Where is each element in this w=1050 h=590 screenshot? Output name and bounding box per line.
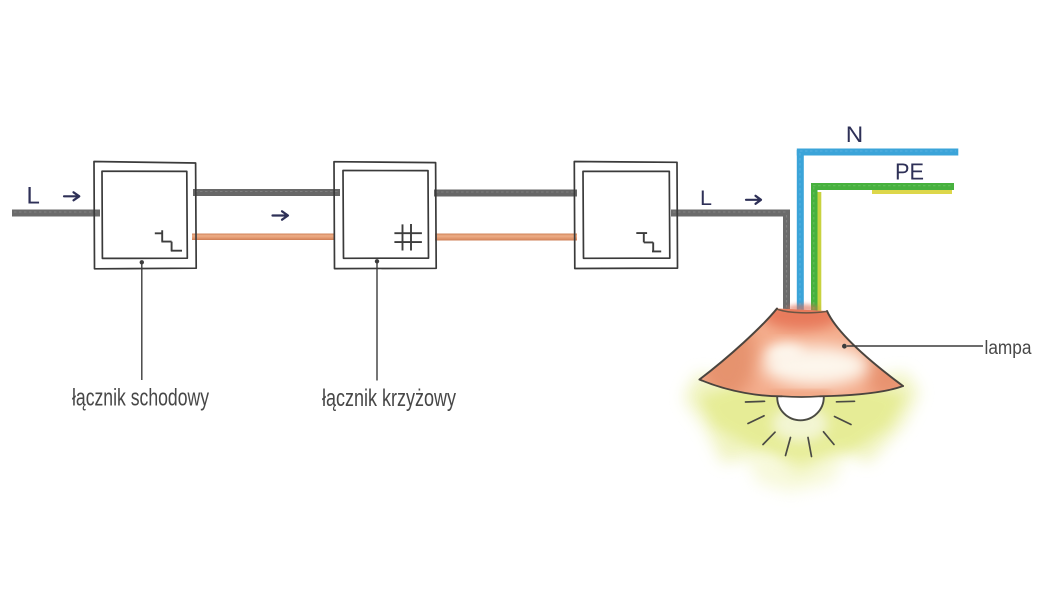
svg-text:L: L [700, 186, 712, 210]
svg-text:PE: PE [895, 159, 924, 185]
svg-text:łącznik krzyżowy: łącznik krzyżowy [322, 385, 456, 412]
svg-text:L: L [27, 182, 40, 209]
svg-text:lampa: lampa [985, 338, 1032, 359]
svg-text:N: N [846, 122, 864, 147]
svg-text:łącznik schodowy: łącznik schodowy [72, 385, 209, 412]
